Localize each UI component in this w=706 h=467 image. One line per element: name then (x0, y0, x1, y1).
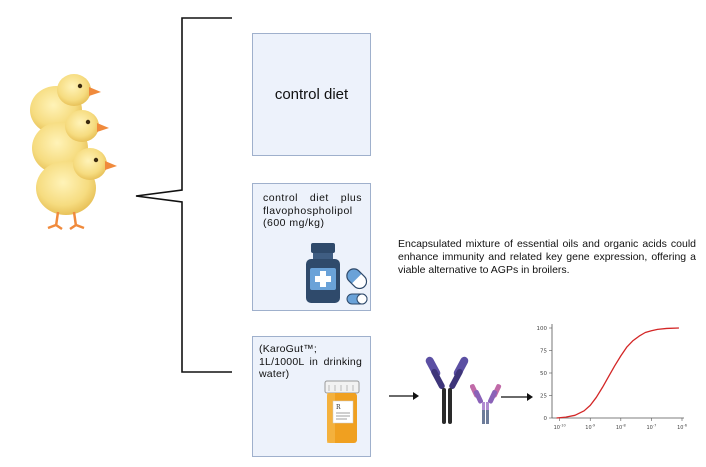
chart-series-line (556, 327, 679, 419)
control-diet-label: control diet (274, 86, 349, 103)
treatment-box-additive: (KaroGut™; 1L/1000L in drinking water) R (252, 336, 371, 457)
treatment-box-antibiotic: control diet plus flavophospholipol (600… (252, 183, 371, 311)
dose-response-chart: 0 25 50 75 100 10-10 10-9 10-8 10-7 10-6 (537, 324, 687, 432)
chart-y-tick-label: 0 (544, 416, 548, 422)
chart-x-tick-label: 10-9 (585, 424, 595, 432)
chick-icon (32, 110, 109, 174)
chart-y-tick-label: 100 (537, 326, 548, 332)
medicine-bottle-icon (306, 243, 340, 303)
chart-y-tick-label: 50 (540, 371, 547, 377)
treatment-box-control: control diet (252, 33, 371, 156)
chart-y-tick-label: 75 (540, 349, 547, 355)
chart-x-tick-label: 10-8 (616, 424, 626, 432)
antibody-icon (470, 384, 502, 424)
chick-icon (36, 148, 117, 231)
chick-icon (30, 74, 101, 134)
antibody-icon (425, 356, 469, 424)
group-bracket (135, 17, 232, 373)
prescription-bottle-icon: R (324, 380, 360, 443)
antibiotic-diet-label: control diet plus flavophospholipol (600… (263, 192, 362, 229)
svg-text:R: R (336, 404, 341, 411)
capsule-pill-icon (346, 268, 369, 305)
arrow-right-icon (501, 393, 533, 401)
chart-x-tick-label: 10-10 (554, 424, 566, 432)
chart-x-tick-label: 10-6 (677, 424, 687, 432)
conclusion-text: Encapsulated mixture of essential oils a… (398, 238, 696, 277)
chart-x-tick-label: 10-7 (646, 424, 656, 432)
chart-y-tick-label: 25 (540, 394, 547, 400)
additive-diet-label: (KaroGut™; 1L/1000L in drinking water) (259, 343, 362, 380)
arrow-right-icon (389, 392, 419, 400)
chicks-illustration (30, 74, 117, 231)
